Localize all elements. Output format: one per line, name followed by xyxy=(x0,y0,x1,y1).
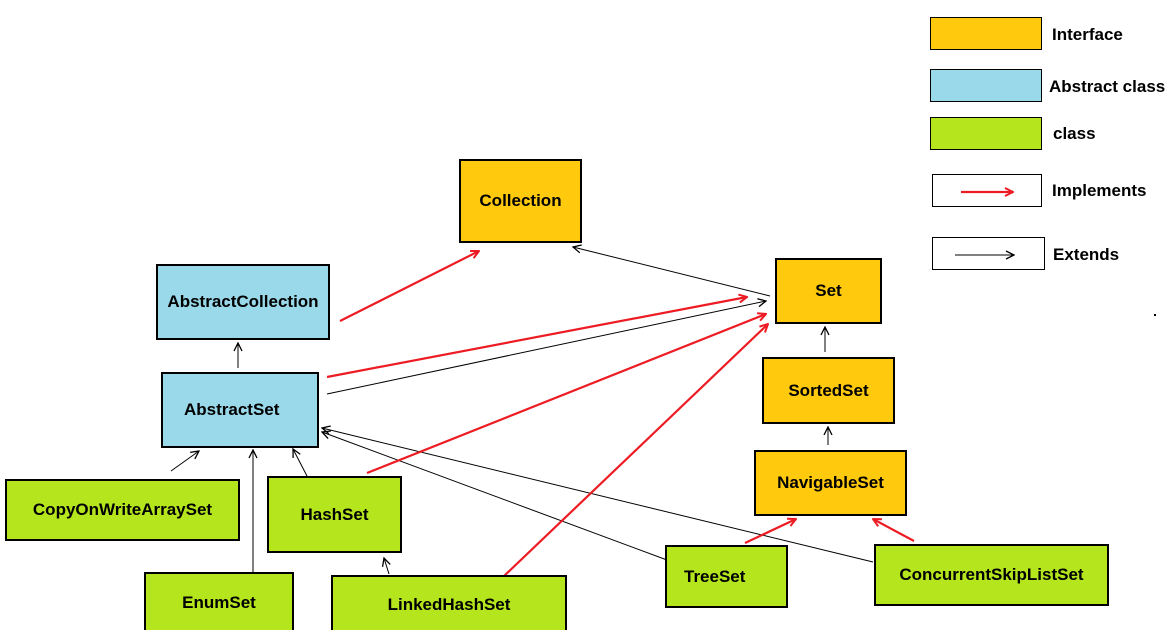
legend-swatch-implements xyxy=(932,174,1042,207)
legend-label-implements: Implements xyxy=(1052,181,1147,200)
node-abstractset: AbstractSet xyxy=(161,372,319,448)
edge-abstractcollection-implements-collection xyxy=(339,251,479,322)
edge-linkedhashset-implements-set xyxy=(502,324,768,578)
edge-concurrentskiplistset-implements-navigableset xyxy=(873,519,915,542)
node-enumset: EnumSet xyxy=(144,572,294,630)
node-treeset: TreeSet xyxy=(665,545,788,608)
legend-implements-arrow xyxy=(961,175,1043,208)
node-linkedhashset: LinkedHashSet xyxy=(331,575,567,630)
edge-treeset-extends-abstractset xyxy=(322,432,668,561)
edge-hashset-extends-abstractset xyxy=(293,449,308,477)
legend-swatch-abstract xyxy=(930,69,1042,102)
node-concurrentskiplistset: ConcurrentSkipListSet xyxy=(874,544,1109,606)
legend-swatch-extends xyxy=(932,237,1045,270)
edge-concurrentskiplistset-extends-abstractset xyxy=(322,428,874,563)
stray-dot xyxy=(1154,314,1156,316)
node-navigableset: NavigableSet xyxy=(754,450,907,516)
node-sortedset: SortedSet xyxy=(762,357,895,424)
legend-swatch-interface xyxy=(930,17,1042,50)
legend-label-abstract: Abstract class xyxy=(1049,77,1166,96)
edge-hashset-implements-set xyxy=(366,314,766,475)
node-abstractcollection: AbstractCollection xyxy=(156,264,330,340)
legend-label-class: class xyxy=(1053,124,1096,143)
edge-set-extends-collection xyxy=(573,247,771,297)
edge-copyonwritearrayset-extends-abstractset xyxy=(170,451,199,472)
edge-abstractset-extends-set xyxy=(326,301,766,395)
edge-abstractset-implements-set xyxy=(326,297,747,379)
node-collection: Collection xyxy=(459,159,582,243)
edge-treeset-implements-navigableset xyxy=(744,519,796,544)
node-hashset: HashSet xyxy=(267,476,402,553)
node-copyonwritearrayset: CopyOnWriteArraySet xyxy=(5,479,240,541)
node-set: Set xyxy=(775,258,882,324)
legend-label-extends: Extends xyxy=(1053,245,1120,264)
legend-label-interface: Interface xyxy=(1052,25,1123,44)
edge-linkedhashset-extends-hashset xyxy=(384,558,389,575)
legend-swatch-class xyxy=(930,117,1042,150)
legend-extends-arrow xyxy=(955,238,1046,271)
